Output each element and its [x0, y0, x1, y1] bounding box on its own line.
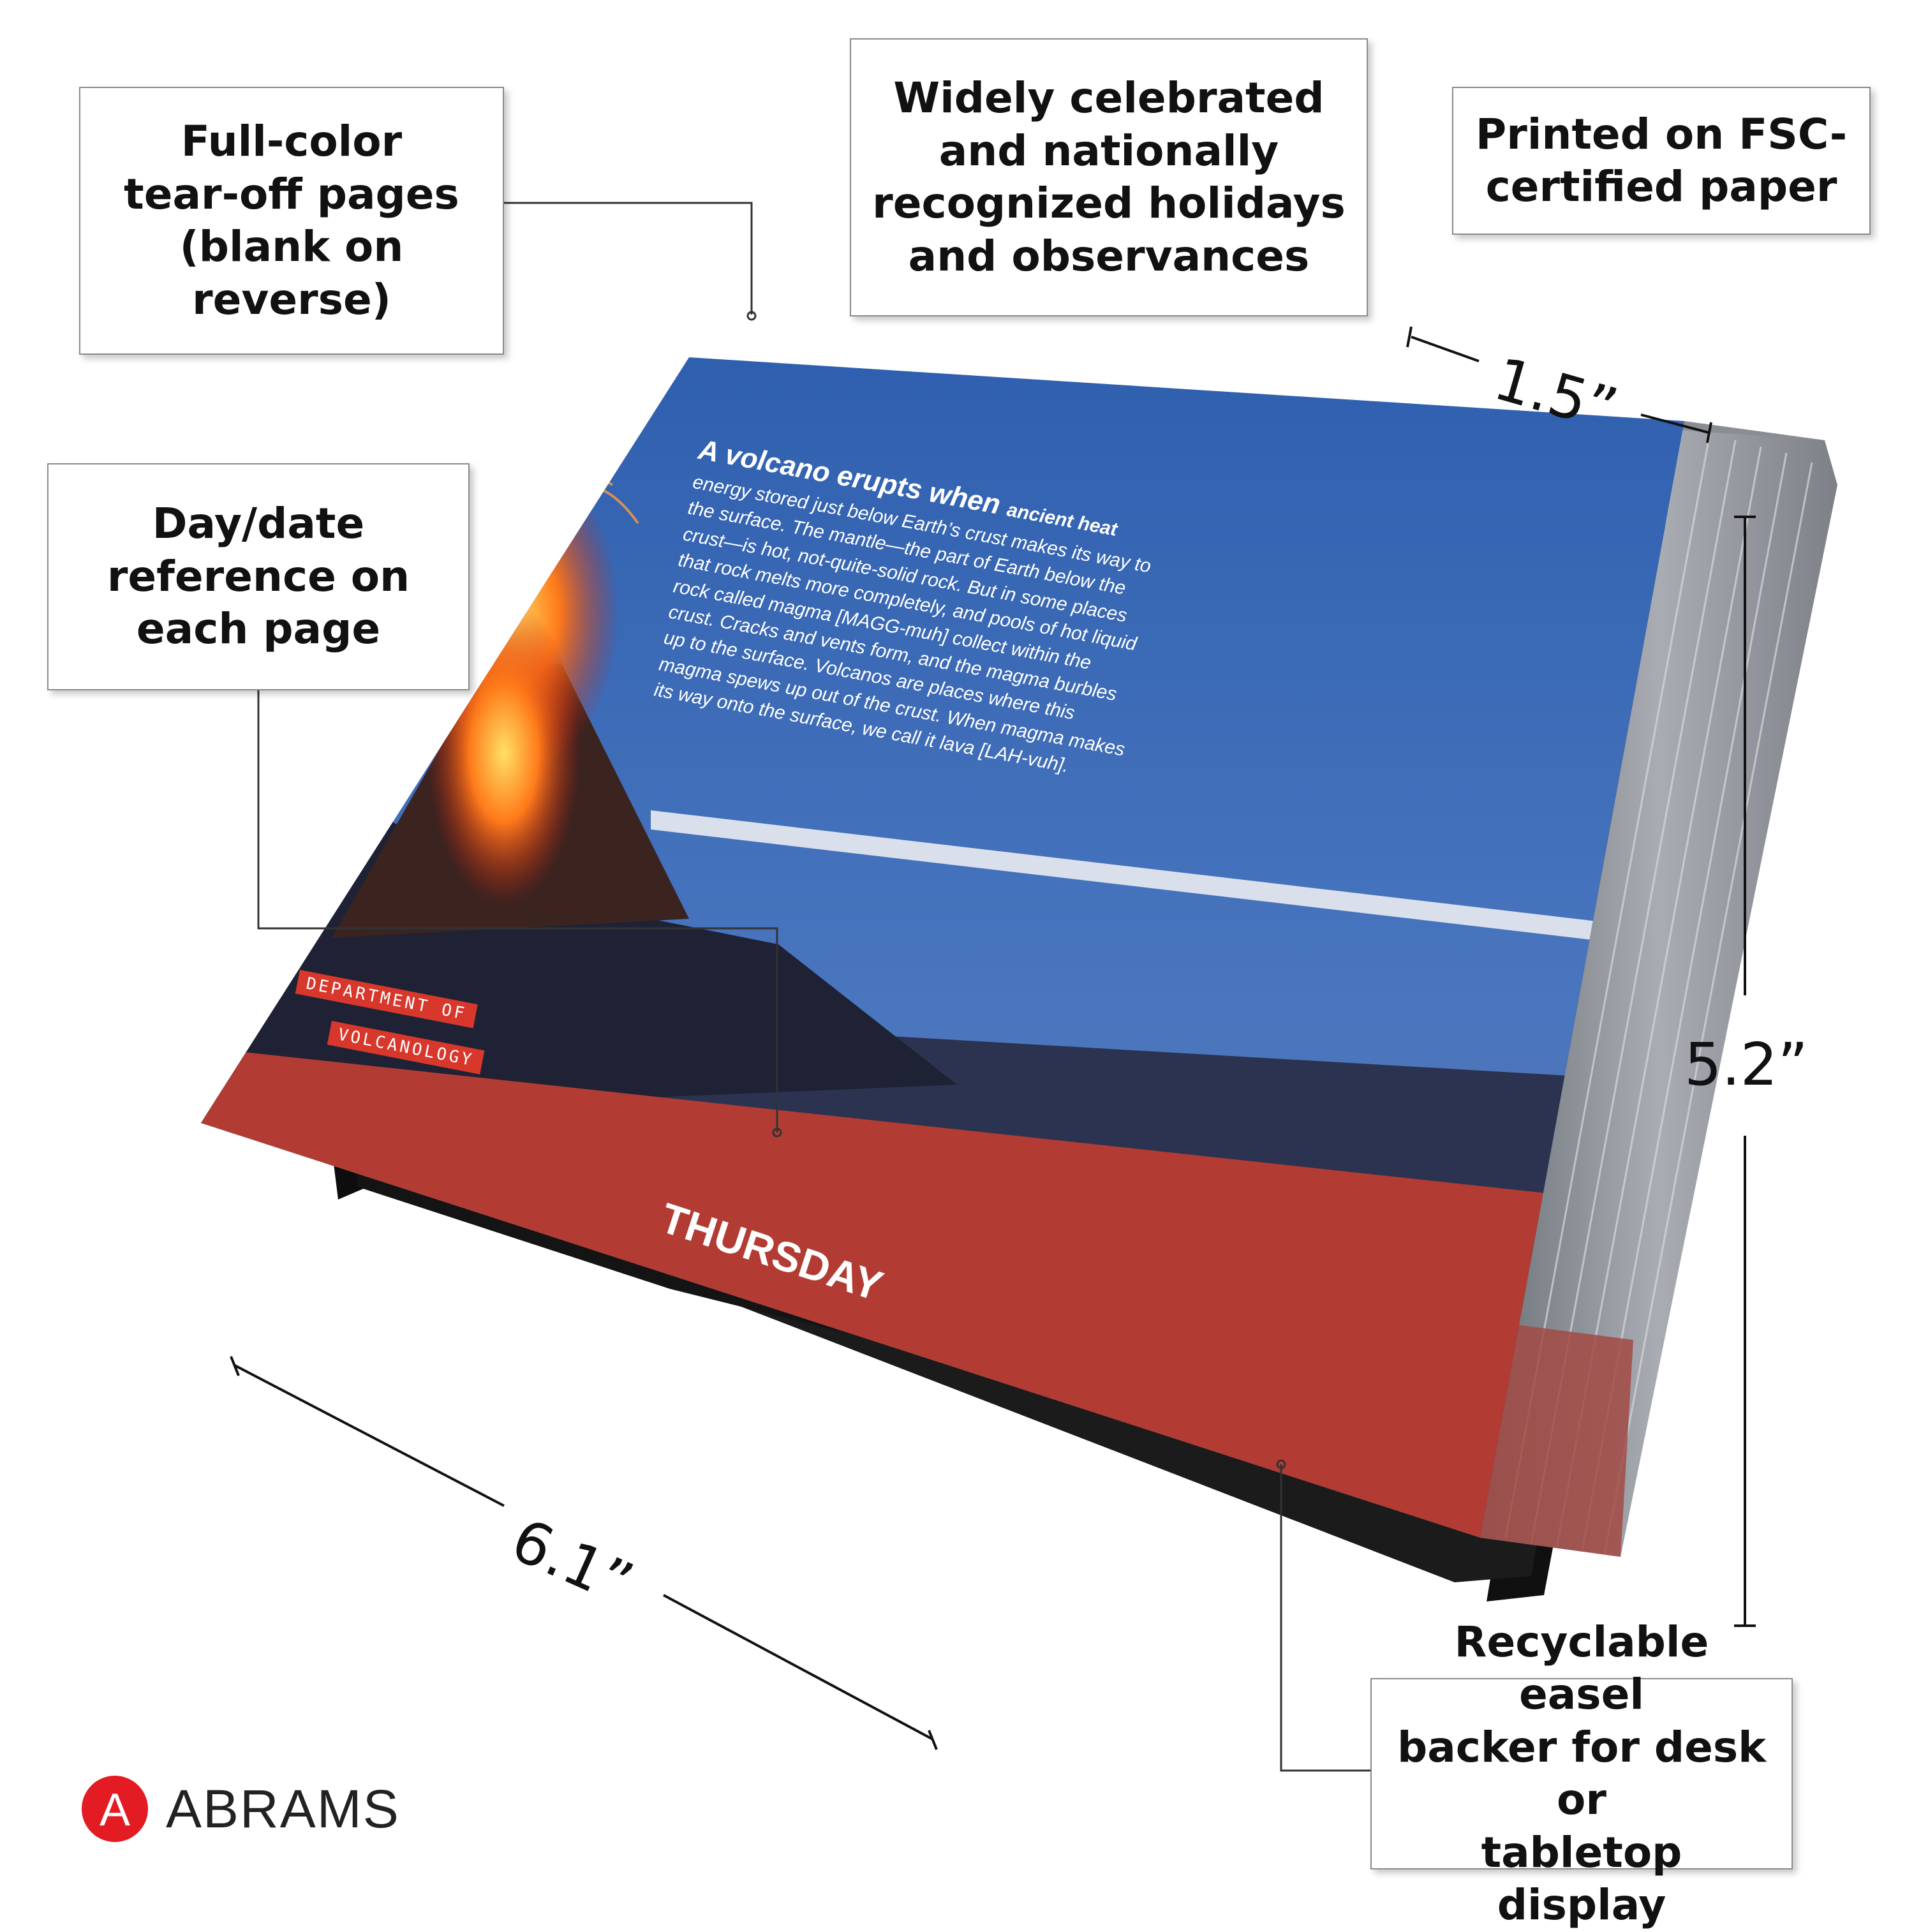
- callout-easel-backer: Recyclable easel backer for desk or tabl…: [1370, 1617, 1793, 1929]
- abrams-logo-letter: A: [100, 1785, 130, 1836]
- callout-day-date: Day/date reference on each page: [47, 463, 470, 690]
- callout-full-color-pages: Full-color tear-off pages (blank on reve…: [79, 87, 504, 355]
- callout-holidays: Widely celebrated and nationally recogni…: [850, 38, 1368, 316]
- callout-fsc-text: Printed on FSC- certified paper: [1475, 109, 1848, 212]
- callout-full-color-text: Full-color tear-off pages (blank on reve…: [124, 117, 459, 324]
- dim-line-depth-b: [1640, 413, 1709, 434]
- abrams-logo: A ABRAMS: [82, 1774, 400, 1844]
- dim-line-width-b: [663, 1594, 933, 1741]
- abrams-logo-wordmark: ABRAMS: [166, 1778, 400, 1839]
- callout-easel-text: Recyclable easel backer for desk or tabl…: [1397, 1617, 1767, 1930]
- dim-line-depth-a: [1411, 336, 1480, 362]
- leader-full-color: [504, 202, 753, 315]
- abrams-logo-mark: A: [82, 1776, 148, 1842]
- callout-fsc-paper: Printed on FSC- certified paper: [1452, 87, 1871, 235]
- leader-day-date: [257, 689, 778, 1133]
- leader-easel: [1280, 1464, 1370, 1772]
- dim-line-width-a: [234, 1364, 505, 1507]
- callout-day-date-text: Day/date reference on each page: [107, 499, 410, 654]
- dimension-height: 5.2”: [1684, 1030, 1808, 1099]
- callout-holidays-text: Widely celebrated and nationally recogni…: [872, 73, 1346, 281]
